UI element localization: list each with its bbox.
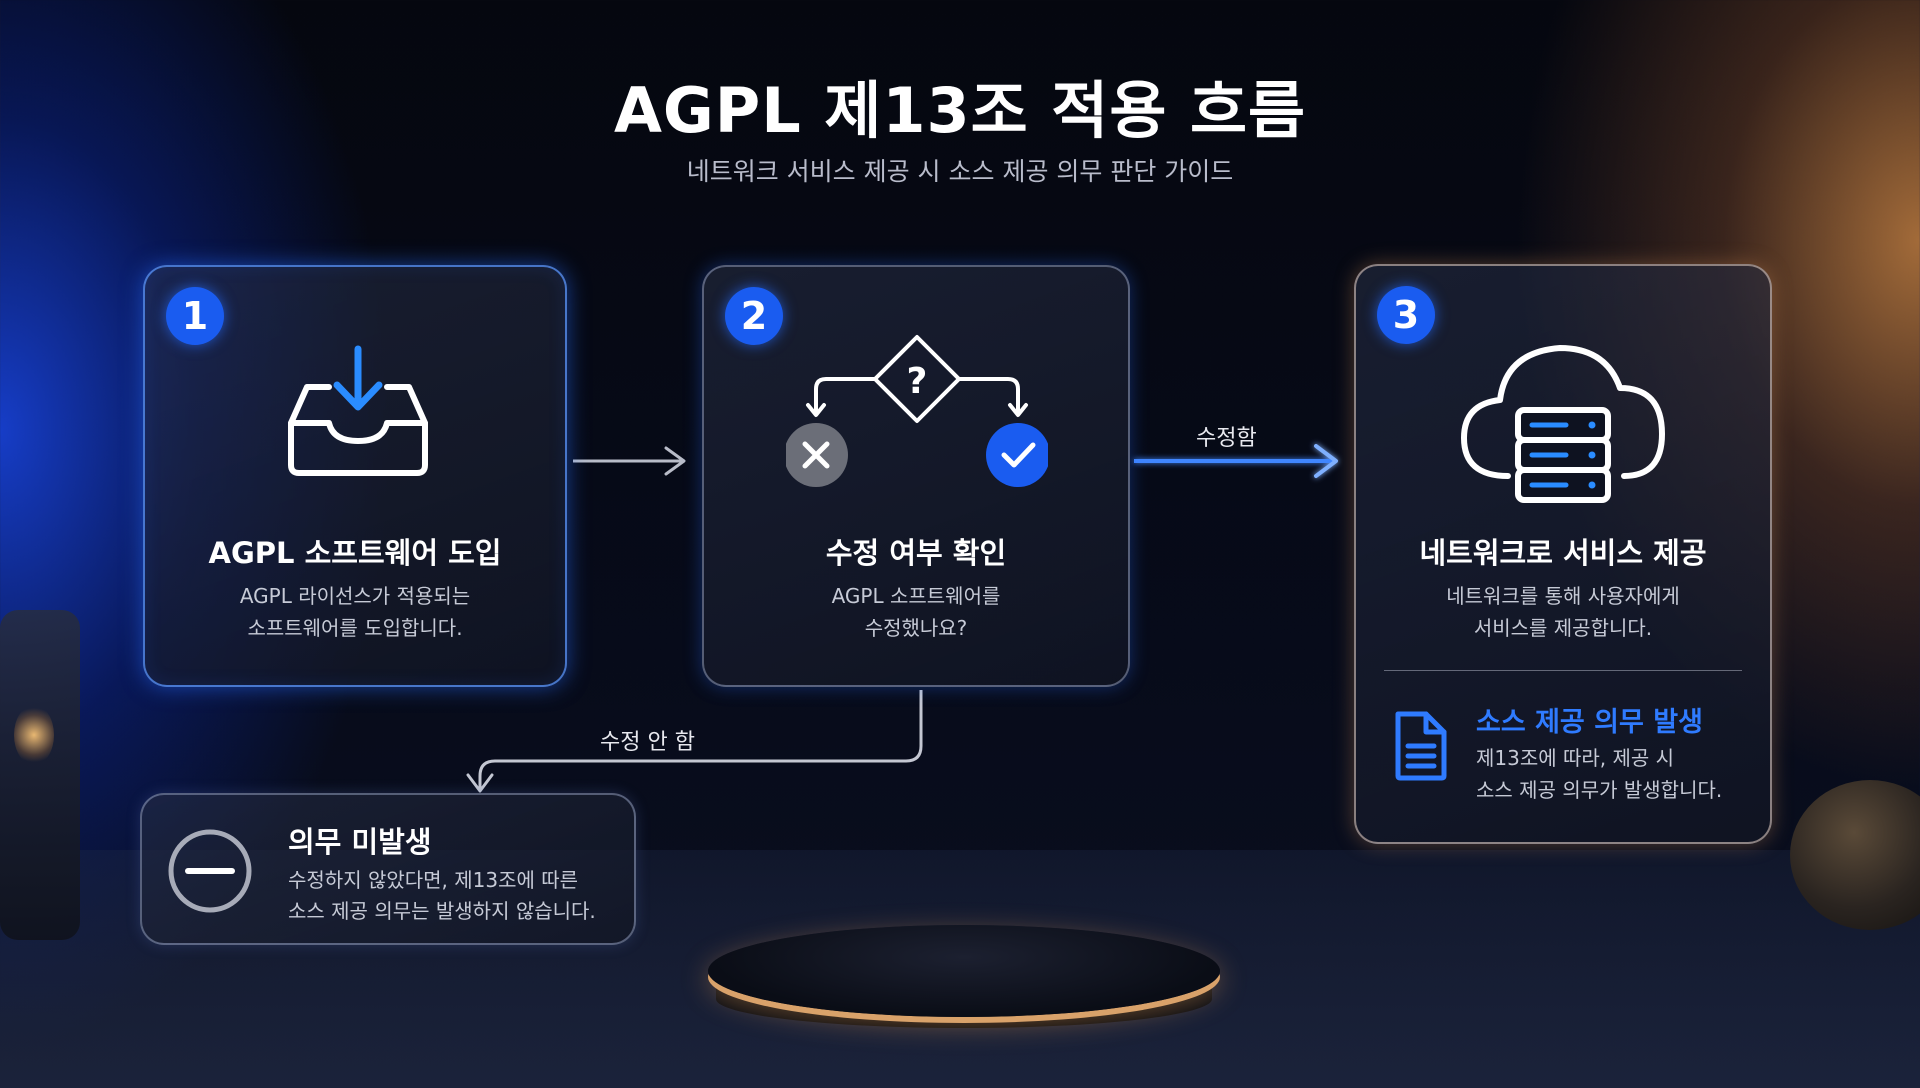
obligation-desc-line: 소스 제공 의무가 발생합니다. [1476,778,1723,802]
step-3-title: 네트워크로 서비스 제공 [1419,536,1707,570]
step-3-desc-line: 서비스를 제공합니다. [1473,616,1653,640]
lamp-glow [14,705,54,765]
page-subtitle: 네트워크 서비스 제공 시 소스 제공 의무 판단 가이드 [686,157,1234,186]
svg-text:?: ? [907,361,928,402]
step-1-badge: 1 [166,287,224,345]
page-title: AGPL 제13조 적용 흐름 [613,74,1307,147]
step-2-title: 수정 여부 확인 [825,536,1007,570]
step-3-badge: 3 [1377,286,1435,344]
minus-circle-icon [168,829,252,913]
edge-label-modified: 수정함 [1196,426,1257,451]
pedestal-top [708,925,1220,1017]
no-obligation-desc-line: 수정하지 않았다면, 제13조에 따른 [288,868,579,892]
card-divider [1384,670,1742,671]
step-3-desc: 네트워크를 통해 사용자에게 서비스를 제공합니다. [1356,580,1770,644]
cloud-server-icon [1461,345,1665,503]
no-obligation-desc: 수정하지 않았다면, 제13조에 따른 소스 제공 의무는 발생하지 않습니다. [288,865,596,927]
document-icon [1395,711,1447,781]
step-1-desc-line: 소프트웨어를 도입합니다. [247,616,463,640]
step-2-card: 2 ? 수정 여부 확인 AGPL 소프트웨어를 수정했나요? [702,265,1130,687]
step-3-card: 3 네트워크로 서비스 제공 네트워크를 통해 사용자에게 서비스를 제공합니다… [1354,264,1772,844]
no-obligation-desc-line: 소스 제공 의무는 발생하지 않습니다. [288,899,596,923]
step-2-desc: AGPL 소프트웨어를 수정했나요? [704,580,1128,644]
obligation-desc-line: 제13조에 따라, 제공 시 [1476,746,1675,770]
step-1-desc-line: AGPL 라이선스가 적용되는 [239,584,471,608]
decision-diamond-icon: ? [786,335,1048,487]
edge-label-not-modified: 수정 안 함 [600,730,695,755]
reject-icon [786,423,848,487]
arrow-not-modified [466,690,923,793]
step-1-desc: AGPL 라이선스가 적용되는 소프트웨어를 도입합니다. [145,580,565,644]
vase-decoration [1790,780,1920,930]
inbox-download-icon [288,345,428,476]
step-1-card: 1 AGPL 소프트웨어 도입 AGPL 라이선스가 적용되는 소프트웨어를 도… [143,265,567,687]
step-2-badge: 2 [725,287,783,345]
obligation-title: 소스 제공 의무 발생 [1476,707,1703,738]
no-obligation-title: 의무 미발생 [288,825,432,859]
step-2-desc-line: AGPL 소프트웨어를 [831,584,1001,608]
obligation-desc: 제13조에 따라, 제공 시 소스 제공 의무가 발생합니다. [1476,742,1722,806]
arrow-step1-to-step2 [573,446,686,476]
arrow-modified [1134,444,1338,478]
step-1-title: AGPL 소프트웨어 도입 [208,536,502,570]
check-icon [986,423,1048,487]
step-3-desc-line: 네트워크를 통해 사용자에게 [1446,584,1680,608]
lamp-decoration [0,610,80,940]
step-2-desc-line: 수정했나요? [864,616,968,640]
no-obligation-card: 의무 미발생 수정하지 않았다면, 제13조에 따른 소스 제공 의무는 발생하… [140,793,636,945]
